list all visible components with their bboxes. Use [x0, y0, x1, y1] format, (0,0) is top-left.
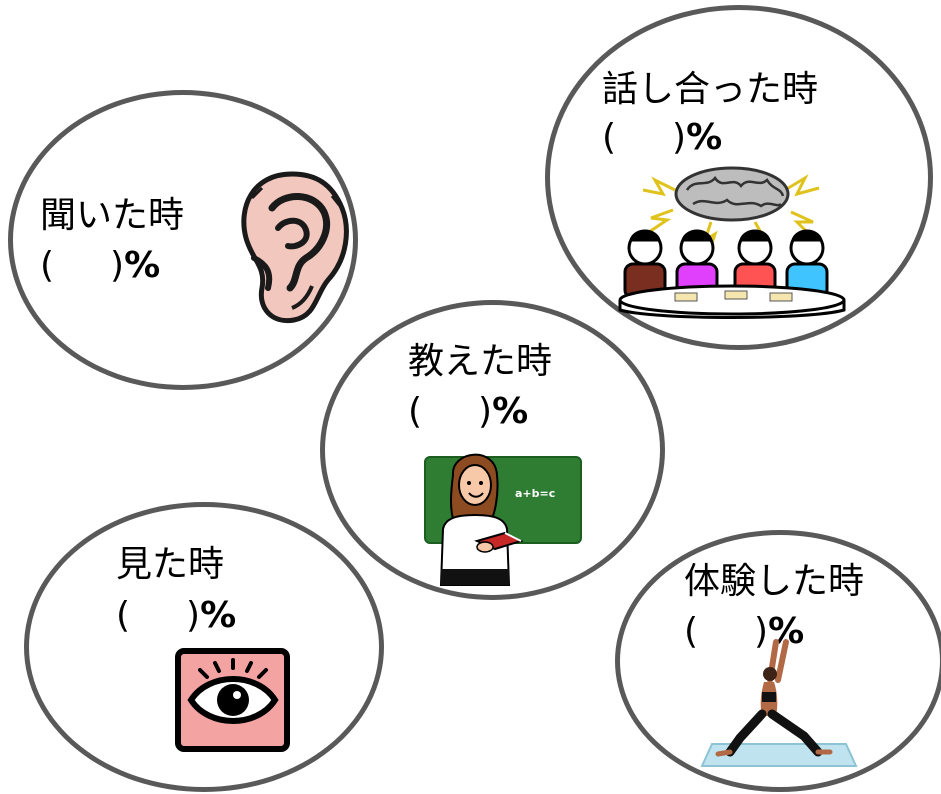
bubble-hear-title: 聞いた時 [40, 195, 185, 236]
bubble-see-percent: ()% [116, 596, 236, 636]
open-paren: ( [40, 245, 55, 286]
close-paren: ) [110, 245, 125, 286]
bubble-discuss-title: 話し合った時 [602, 69, 819, 110]
blackboard-text: a+b=c [515, 487, 555, 500]
percent-sign: % [124, 245, 161, 286]
bubble-teach-title: 教えた時 [408, 341, 553, 382]
open-paren: ( [602, 117, 617, 158]
close-paren: ) [186, 595, 201, 636]
close-paren: ) [672, 117, 687, 158]
percent-sign: % [686, 117, 723, 158]
percent-sign: % [200, 595, 237, 636]
meeting-brain-icon [618, 166, 846, 319]
bubble-see-title: 見た時 [116, 544, 225, 585]
close-paren: ) [754, 611, 769, 652]
open-paren: ( [684, 611, 699, 652]
teacher-icon: a+b=c [424, 453, 582, 586]
open-paren: ( [408, 391, 423, 432]
bubble-teach-percent: ()% [408, 392, 528, 432]
ear-icon [241, 171, 349, 324]
close-paren: ) [478, 391, 493, 432]
percent-sign: % [492, 391, 529, 432]
open-paren: ( [116, 595, 131, 636]
bubble-hear-percent: ()% [40, 246, 160, 286]
eye-icon [175, 648, 290, 752]
bubble-experience-title: 体験した時 [684, 561, 865, 602]
bubble-discuss-percent: ()% [602, 118, 722, 158]
yoga-pose-icon [700, 639, 858, 767]
